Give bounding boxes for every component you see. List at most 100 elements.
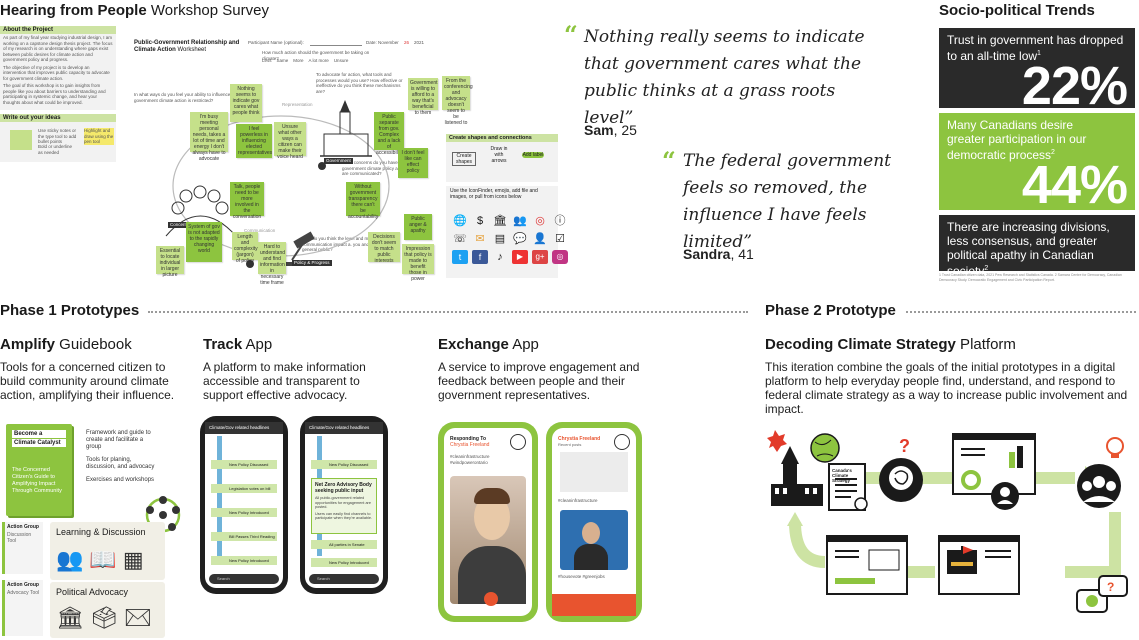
google-plus-icon[interactable]: g+	[532, 250, 548, 264]
user-icon[interactable]: 👤	[533, 233, 547, 245]
guidebook-cover[interactable]: Become a Climate Catalyst The Concerned …	[6, 424, 72, 516]
shapes-title: Create shapes and connections	[446, 134, 558, 142]
mail-icon[interactable]: ✉	[475, 233, 485, 245]
sheet-sub: Worksheet	[177, 47, 207, 53]
building-icon[interactable]: 🏛	[493, 215, 507, 227]
shape-arrows[interactable]: Draw in with arrows	[490, 146, 508, 164]
chat-icon[interactable]: 💬	[513, 233, 527, 245]
phase2-title: Phase 2 Prototype	[765, 302, 896, 319]
learning-card[interactable]: Learning & Discussion 👥📖▦	[50, 522, 165, 580]
tiktok-icon[interactable]: ♪	[497, 251, 503, 263]
shape-create[interactable]: Create shapes	[452, 152, 476, 166]
trend-participation-label: Many Canadians desire greater participat…	[947, 118, 1087, 162]
chart-icon[interactable]: ▤	[494, 233, 506, 245]
quote-2-text: The federal government feels so removed,…	[683, 151, 891, 252]
ballot-icon: 🗳	[89, 605, 124, 630]
track-row[interactable]: New Policy Introduced	[311, 558, 377, 567]
icon-grid: 🌐 $ 🏛 👥 ◎ ⓘ ☏ ✉ ▤ 💬 👤 ☑ t f ♪ ▶ g+ ◎	[452, 214, 568, 264]
quote-mark-1: “	[564, 20, 578, 49]
track-row[interactable]: New Policy Discussed	[311, 460, 377, 469]
advocacy-card[interactable]: Political Advocacy 🏛🗳✉	[50, 582, 165, 638]
trend-participation-sup: 2	[1051, 149, 1055, 156]
facebook-icon[interactable]: f	[472, 250, 488, 264]
q2-option[interactable]: Same	[276, 58, 289, 63]
amplify-title: Amplify Guidebook	[0, 336, 132, 353]
video-thumbnail[interactable]	[450, 476, 526, 604]
target-icon[interactable]: ◎	[535, 215, 545, 227]
q2-option[interactable]: A lot more	[308, 58, 329, 63]
info-icon[interactable]: ⓘ	[554, 215, 566, 227]
guidebook-bullet: Tools for planing, discussion, and advoc…	[86, 457, 155, 470]
record-button[interactable]	[484, 592, 498, 606]
sticky-note: I don't feel like can effect policy	[398, 148, 428, 178]
phase1-title: Phase 1 Prototypes	[0, 302, 140, 319]
quote-1-age: , 25	[613, 122, 637, 138]
track-name: Track	[203, 336, 243, 353]
video-thumbnail-2[interactable]	[560, 510, 628, 570]
youtube-icon[interactable]: ▶	[512, 250, 528, 264]
speaker-shape	[582, 522, 600, 544]
track-row[interactable]: Bill Passes Third Reading	[211, 532, 277, 541]
post-placeholder[interactable]	[560, 452, 628, 492]
track-row[interactable]: Legislation votes on bill	[211, 484, 277, 493]
track-header: Climate/Gov related headlines	[205, 422, 283, 434]
track-search[interactable]: Search	[209, 574, 279, 584]
exchange-tags-2: #cleaninfrastructure	[558, 498, 598, 503]
sticky-note: Decisions don't seem to match public int…	[368, 232, 400, 264]
mini-tool-1-title: Action Group	[7, 524, 39, 530]
track-screen-1: Climate/Gov related headlines New Policy…	[205, 422, 283, 588]
workshop-worksheet: About the Project As part of my final ye…	[0, 26, 568, 286]
lightbulb-icon	[1106, 437, 1124, 458]
book-icon: 📖	[89, 547, 123, 572]
quote-2-age: , 41	[730, 246, 754, 262]
decoding-title: Decoding Climate Strategy Platform	[765, 336, 1016, 353]
sticky-note: Hard to understand and find information …	[258, 242, 286, 286]
track-search-2[interactable]: Search	[309, 574, 379, 584]
phone-icon[interactable]: ☏	[453, 233, 467, 245]
track-desc: A platform to make information accessibl…	[203, 360, 366, 402]
profile-avatar[interactable]	[510, 434, 526, 450]
participant-field[interactable]	[310, 45, 362, 46]
twitter-icon[interactable]: t	[452, 250, 468, 264]
track-row[interactable]: All parties in Senate	[311, 540, 377, 549]
date-month: November	[378, 40, 399, 45]
sticky-note: Without government transparency there ca…	[346, 182, 380, 220]
exchange-name: Exchange	[438, 336, 509, 353]
q2-option[interactable]: More	[293, 58, 304, 63]
q2-option[interactable]: Less	[262, 58, 272, 63]
advocacy-card-label: Political Advocacy	[56, 587, 129, 597]
write-title: Write out your ideas	[0, 114, 116, 122]
mini-tool-2: Action Group Advocacy Tool	[2, 580, 43, 636]
mini-tool-2-sub: Advocacy Tool	[7, 590, 40, 596]
decoding-name: Decoding Climate Strategy	[765, 336, 956, 353]
check-icon[interactable]: ☑	[555, 233, 565, 245]
label-representation: Representation	[282, 102, 313, 107]
people-icon[interactable]: 👥	[513, 215, 527, 227]
exchange-suffix: App	[508, 336, 539, 353]
sticky-note: Public anger & apathy	[404, 214, 432, 240]
q2-option[interactable]: Unsure	[333, 58, 349, 63]
amplify-desc: Tools for a concerned citizen to build c…	[0, 360, 175, 402]
sheet-title-text: Public-Government Relationship and Clima…	[134, 40, 240, 53]
profile-avatar-2[interactable]	[614, 434, 630, 450]
icons-panel: Use the IconFinder, emojis, add file and…	[446, 186, 568, 278]
track-detail-card[interactable]: Net Zero Advisory Body seeking public in…	[311, 478, 377, 534]
exchange-action-bar[interactable]	[552, 594, 636, 616]
track-row[interactable]: New Policy Introduced	[211, 556, 277, 565]
trend-participation-value: 44%	[1021, 155, 1128, 215]
track-header-2: Climate/Gov related headlines	[305, 422, 383, 434]
dollar-icon[interactable]: $	[476, 215, 484, 227]
instagram-icon[interactable]: ◎	[552, 250, 568, 264]
discussion-icon: 👥	[56, 547, 90, 572]
quote-1-name: Sam	[584, 122, 614, 138]
shape-label[interactable]: Add label	[522, 152, 544, 158]
trend-trust-text: Trust in government has dropped to an al…	[947, 33, 1127, 63]
exchange-tags-1: #cleaninfrastructure #windpowerontario	[450, 454, 490, 465]
sticky-note: Talk, people need to be more involved in…	[230, 182, 264, 220]
advocacy-card-icons: 🏛🗳✉	[56, 606, 158, 630]
trend-divisions-sup: 2	[984, 265, 989, 272]
track-row[interactable]: New Policy Discussed	[211, 460, 277, 469]
write-tip-3: Highlight and draw using the pen tool	[84, 128, 114, 145]
track-row[interactable]: New Policy Introduced	[211, 508, 277, 517]
globe-icon[interactable]: 🌐	[453, 215, 467, 227]
